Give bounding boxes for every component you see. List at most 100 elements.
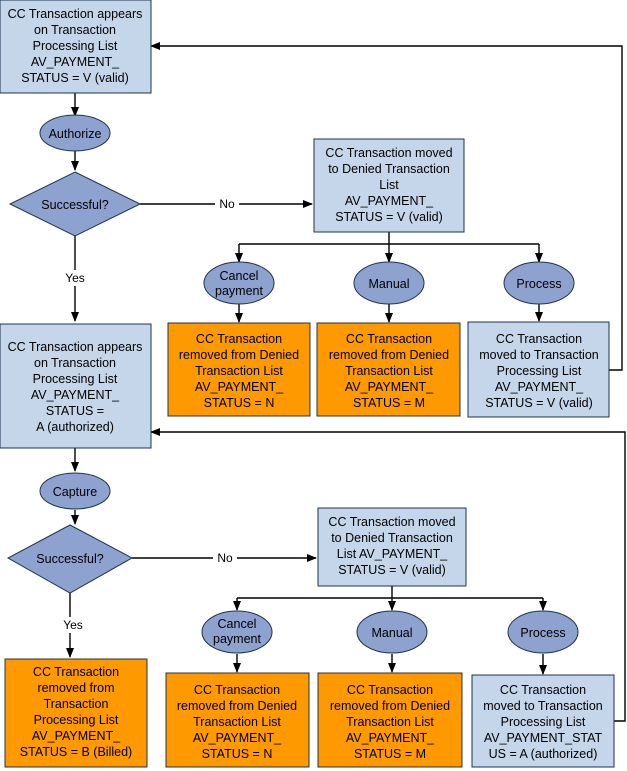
edge-moved1-loop: [150, 42, 623, 371]
authorized-box-label-line: AV_PAYMENT_: [31, 388, 120, 402]
moved-a-2-label-line: Processing List: [501, 715, 586, 729]
manual-1-node: [353, 261, 425, 305]
moved-v-1-label-line: AV_PAYMENT_: [495, 380, 584, 394]
denied-1-label-line: AV_PAYMENT_: [345, 194, 434, 208]
moved-v-1-box: [467, 321, 610, 418]
removed-n-2-label-line: AV_PAYMENT_: [193, 731, 282, 745]
process-1-label: Process: [516, 277, 561, 291]
billed-box-label-line: STATUS = B (Billed): [20, 745, 132, 759]
removed-m-1-label-line: removed from Denied: [329, 348, 449, 362]
start-box-label-line: CC Transaction appears: [8, 7, 143, 21]
decision-2-label-line: Successful?: [36, 552, 103, 566]
removed-m-1-box: [316, 322, 461, 417]
edges: [66, 42, 626, 722]
decision-1-diamond: [8, 171, 142, 237]
edge-label-no-2: No: [217, 551, 233, 565]
removed-m-2-box: [317, 672, 463, 768]
moved-a-2-label-line: CC Transaction: [500, 683, 586, 697]
process-2-label-line: Process: [520, 626, 565, 640]
removed-n-1-label-line: STATUS = N: [204, 396, 275, 410]
edge-label-no-1: No: [219, 197, 235, 211]
moved-v-1-label-line: STATUS = V (valid): [485, 396, 593, 410]
removed-n-2-label-line: CC Transaction: [194, 683, 280, 697]
authorize-node: [39, 114, 111, 152]
manual-2-label: Manual: [372, 626, 413, 640]
removed-m-1-label-line: Transaction List: [345, 364, 433, 378]
cancel-payment-2-label-line: payment: [213, 632, 261, 646]
billed-box: [4, 658, 148, 768]
removed-m-1-label-line: STATUS = M: [353, 396, 425, 410]
authorized-box-label-line: Processing List: [33, 372, 118, 386]
cancel-payment-2-label-line: Cancel: [218, 617, 257, 631]
removed-m-1-label-line: AV_PAYMENT_: [345, 380, 434, 394]
manual-2-node: [356, 610, 428, 654]
moved-v-1-label-line: CC Transaction: [496, 332, 582, 346]
removed-n-1-label-line: CC Transaction: [196, 332, 282, 346]
decision-1-label: Successful?: [41, 198, 108, 212]
denied-1-label-line: STATUS = V (valid): [335, 210, 443, 224]
removed-n-1-label-line: Transaction List: [195, 364, 283, 378]
moved-a-2-label-line: US = A (authorized): [489, 747, 598, 761]
removed-n-2-label-line: Transaction List: [193, 715, 281, 729]
cancel-payment-2-node: [201, 610, 273, 654]
removed-m-1-label-line: CC Transaction: [346, 332, 432, 346]
process-1-label-line: Process: [516, 277, 561, 291]
removed-n-2-label-line: STATUS = N: [202, 747, 273, 761]
capture-node: [39, 472, 111, 510]
moved-a-2-box: [471, 674, 615, 768]
removed-m-2-label-line: Transaction List: [346, 715, 434, 729]
start-box-label-line: STATUS = V (valid): [21, 71, 129, 85]
authorized-box-label-line: on Transaction: [34, 356, 116, 370]
authorize-label: Authorize: [49, 127, 102, 141]
billed-box-label-line: Processing List: [34, 713, 119, 727]
denied-2-box: [317, 507, 467, 587]
removed-m-2-label-line: STATUS = M: [354, 747, 426, 761]
denied-1-label-line: List: [379, 178, 399, 192]
decision-2-label: Successful?: [36, 552, 103, 566]
start-box-label-line: AV_PAYMENT_: [31, 55, 120, 69]
billed-box-label-line: AV_PAYMENT_: [32, 729, 121, 743]
cancel-payment-1-label-line: payment: [215, 284, 263, 298]
start-box-label-line: on Transaction: [34, 23, 116, 37]
denied-2-label-line: List AV_PAYMENT_: [337, 547, 449, 561]
manual-2-label-line: Manual: [372, 626, 413, 640]
billed-box-label-line: Transaction: [44, 697, 109, 711]
process-2-node: [507, 610, 579, 654]
removed-m-2-label-line: CC Transaction: [347, 683, 433, 697]
moved-v-1-label-line: Processing List: [497, 364, 582, 378]
billed-box-label-line: removed from: [37, 681, 114, 695]
denied-1-box: [313, 138, 465, 233]
manual-1-label-line: Manual: [369, 277, 410, 291]
denied-1-label-line: to Denied Transaction: [328, 162, 450, 176]
removed-n-1-box: [167, 322, 311, 417]
edge-label-yes-1: Yes: [65, 271, 85, 285]
removed-m-2-label-line: AV_PAYMENT_: [346, 731, 435, 745]
authorized-box: [0, 323, 152, 449]
process-2-label: Process: [520, 626, 565, 640]
cancel-payment-1-node: [203, 261, 275, 305]
authorized-box-label-line: CC Transaction appears: [8, 340, 143, 354]
billed-box-label-line: CC Transaction: [33, 665, 119, 679]
moved-v-1-label-line: moved to Transaction: [479, 348, 599, 362]
edge-moved2-loop: [150, 428, 626, 722]
start-box-label-line: Processing List: [33, 39, 118, 53]
moved-a-2-label-line: AV_PAYMENT_STAT: [484, 731, 603, 745]
process-1-node: [503, 261, 575, 305]
moved-a-2-label-line: moved to Transaction: [483, 699, 603, 713]
authorized-box-label-line: A (authorized): [36, 420, 114, 434]
decision-1-label-line: Successful?: [41, 198, 108, 212]
manual-1-label: Manual: [369, 277, 410, 291]
